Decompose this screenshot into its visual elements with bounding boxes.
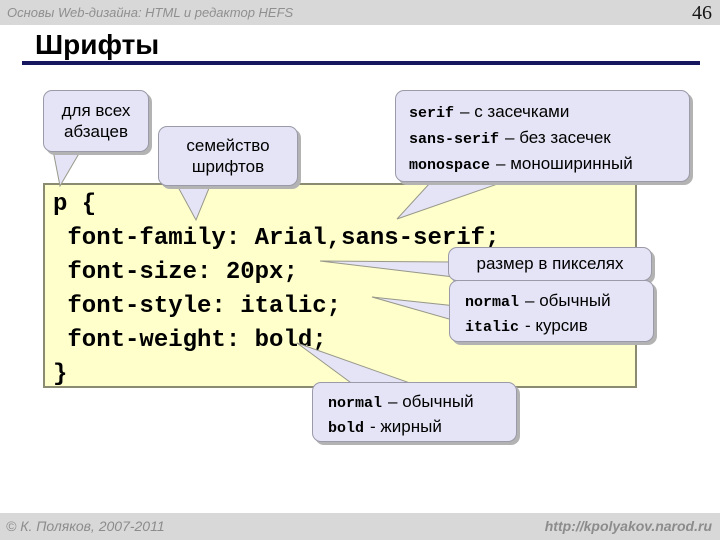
code-term: italic [465, 319, 520, 336]
callout-font-weight: normal – обычный bold - жирный [312, 382, 517, 442]
title-underline [22, 61, 700, 65]
callout-generic-row: serif – с засечками [409, 100, 689, 126]
page-number: 46 [692, 2, 712, 24]
callout-font-family: семейство шрифтов [158, 126, 298, 186]
code-line: } [53, 361, 68, 388]
callout-font-size: размер в пикселях [448, 247, 652, 281]
footer-copyright: © К. Поляков, 2007-2011 [6, 518, 165, 534]
callout-paragraphs-line: абзацев [63, 122, 129, 141]
header-bar: Основы Web-дизайна: HTML и редактор HEFS… [0, 0, 720, 25]
code-line: font-weight: bold; [53, 327, 327, 354]
term-description: - жирный [370, 417, 442, 436]
callout-generic-families: serif – с засечками sans-serif – без засеч… [395, 90, 690, 182]
code-term: monospace [409, 157, 491, 174]
callout-style-row: normal – обычный [465, 289, 653, 314]
footer-url: http://kpolyakov.narod.ru [544, 518, 712, 534]
code-term: normal [465, 294, 520, 311]
slide-title: Шрифты [35, 29, 160, 60]
term-description: - курсив [525, 316, 588, 335]
callout-weight-row: normal – обычный [328, 390, 516, 415]
code-term: sans-serif [409, 131, 500, 148]
callout-font-family-line: шрифтов [191, 157, 265, 176]
code-line: font-size: 20px; [53, 259, 298, 286]
code-term: serif [409, 105, 455, 122]
term-description: – обычный [388, 392, 474, 411]
term-description: – обычный [525, 291, 611, 310]
code-term: bold [328, 420, 365, 437]
header-course-title: Основы Web-дизайна: HTML и редактор HEFS [7, 5, 294, 20]
code-line: font-style: italic; [53, 293, 342, 320]
callout-generic-row: monospace – моноширинный [409, 152, 689, 178]
term-description: – без засечек [505, 128, 611, 147]
callout-style-row: italic - курсив [465, 314, 653, 339]
callout-font-family-line: семейство [186, 136, 270, 155]
callout-paragraphs: для всех абзацев [43, 90, 149, 152]
term-description: – моноширинный [496, 154, 633, 173]
callout-weight-row: bold - жирный [328, 415, 516, 440]
term-description: – с засечками [460, 102, 570, 121]
code-line: p { [53, 191, 97, 218]
callout-generic-row: sans-serif – без засечек [409, 126, 689, 152]
callout-font-style: normal – обычный italic - курсив [449, 280, 654, 342]
code-term: normal [328, 395, 383, 412]
footer-bar: © К. Поляков, 2007-2011 http://kpolyakov… [0, 513, 720, 540]
callout-font-size-text: размер в пикселях [476, 254, 624, 273]
callout-paragraphs-line: для всех [61, 101, 131, 120]
